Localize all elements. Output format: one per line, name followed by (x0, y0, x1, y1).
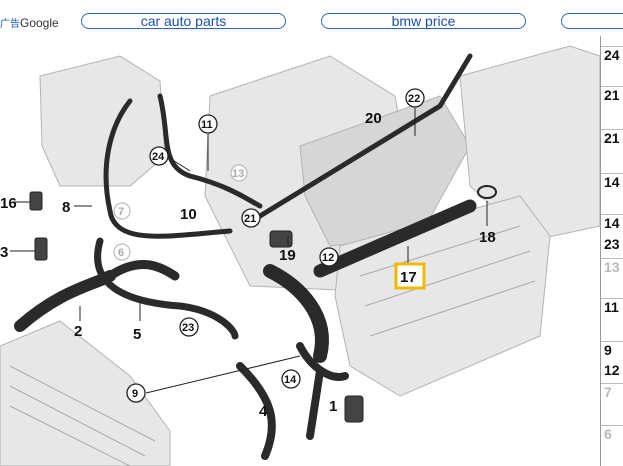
hose-11 (157, 93, 263, 209)
part-label-20: 20 (365, 110, 382, 127)
hose-lower-radiator-end (105, 259, 180, 281)
pump-1 (344, 395, 364, 423)
part-label-16: 16 (0, 195, 17, 212)
vent-pipe-20 (257, 53, 473, 219)
table-row[interactable]: 21 (601, 86, 623, 108)
part-label-12: 12 (322, 252, 334, 264)
head-detail-line (359, 225, 521, 277)
callout-circle-21 (241, 208, 261, 228)
callout-circle-13 (230, 164, 248, 182)
pipe-17 (313, 199, 477, 278)
hose-1 (306, 367, 324, 440)
part-label-19: 19 (279, 247, 296, 264)
head-detail-line (369, 280, 536, 337)
table-row[interactable]: 14 (601, 173, 623, 195)
radiator-fin-line (9, 385, 146, 457)
hose-4 (236, 362, 276, 460)
parts-diagram: 16 3 8 2 5 10 24 11 19 21 20 22 12 17 18… (0, 36, 600, 466)
highlight-box-17 (394, 262, 426, 290)
part-label-1: 1 (329, 398, 337, 415)
leader-24 (167, 156, 191, 172)
head-detail-line (364, 250, 531, 307)
hose-24 (103, 98, 233, 239)
callout-circle-6 (113, 243, 131, 261)
part-label-6: 6 (118, 247, 124, 259)
callout-circle-12 (319, 247, 339, 267)
part-label-11: 11 (201, 119, 213, 131)
cooling-system-diagram: 16 3 8 2 5 10 24 11 19 21 20 22 12 17 18… (0, 45, 600, 466)
ad-bar: 广告Google car auto parts bmw price (0, 0, 623, 36)
hose-upper-main (263, 264, 329, 363)
part-label-17: 17 (400, 269, 417, 286)
seal-ring-18 (477, 185, 497, 199)
part-label-3: 3 (0, 244, 8, 261)
part-label-2: 2 (74, 323, 82, 340)
table-row[interactable]: 24 (601, 46, 623, 68)
sensor-16 (29, 191, 43, 211)
part-label-21: 21 (244, 213, 256, 225)
part-label-22: 22 (408, 93, 420, 105)
thermostat-19 (269, 230, 293, 248)
radiator-shape (0, 320, 171, 466)
part-label-9: 9 (132, 388, 138, 400)
callout-circle-11 (198, 114, 218, 134)
callout-circle-7 (113, 202, 131, 220)
callout-circle-9 (126, 383, 146, 403)
part-label-8: 8 (62, 199, 70, 216)
table-row[interactable]: 13 (601, 258, 623, 280)
part-label-7: 7 (118, 206, 124, 218)
part-label-18: 18 (479, 229, 496, 246)
part-label-5: 5 (133, 326, 141, 343)
radiator-fin-line (9, 365, 156, 442)
hose-2 (94, 237, 239, 340)
callout-circle-23 (179, 317, 199, 337)
radiator-fin-line (9, 405, 131, 466)
table-row[interactable]: 7 (601, 383, 623, 405)
part-label-10: 10 (180, 206, 197, 223)
table-row[interactable]: 14 (601, 214, 623, 234)
sensor-3 (34, 237, 48, 261)
part-label-14: 14 (284, 374, 297, 386)
ad-pill-3[interactable] (561, 13, 623, 29)
callout-circle-22 (405, 88, 425, 108)
leader-9 (145, 355, 301, 394)
part-label-23: 23 (182, 322, 194, 334)
expansion-tank-shape (39, 55, 166, 187)
callout-circle-24 (149, 146, 169, 166)
callout-circle-14 (281, 369, 301, 389)
hose-lower-radiator (14, 270, 116, 332)
ad-pill-car-auto-parts[interactable]: car auto parts (81, 13, 286, 29)
leader-4 (251, 383, 265, 402)
table-row[interactable]: 9 (601, 341, 623, 361)
table-row[interactable]: 21 (601, 129, 623, 151)
table-row[interactable]: 6 (601, 425, 623, 447)
parts-table: 24 21 21 14 14 23 13 11 9 12 7 6 (600, 36, 623, 466)
part-label-24: 24 (152, 151, 165, 163)
ad-label-brand: Google (20, 16, 59, 30)
table-row[interactable]: 23 (604, 236, 620, 252)
table-row[interactable]: 12 (604, 362, 620, 378)
part-label-4: 4 (259, 403, 268, 420)
part-label-13: 13 (232, 168, 244, 180)
table-row[interactable]: 11 (601, 298, 623, 320)
ad-label-cn: 广告 (0, 19, 20, 30)
ad-pill-bmw-price[interactable]: bmw price (321, 13, 526, 29)
ad-label: 广告Google (0, 15, 59, 30)
